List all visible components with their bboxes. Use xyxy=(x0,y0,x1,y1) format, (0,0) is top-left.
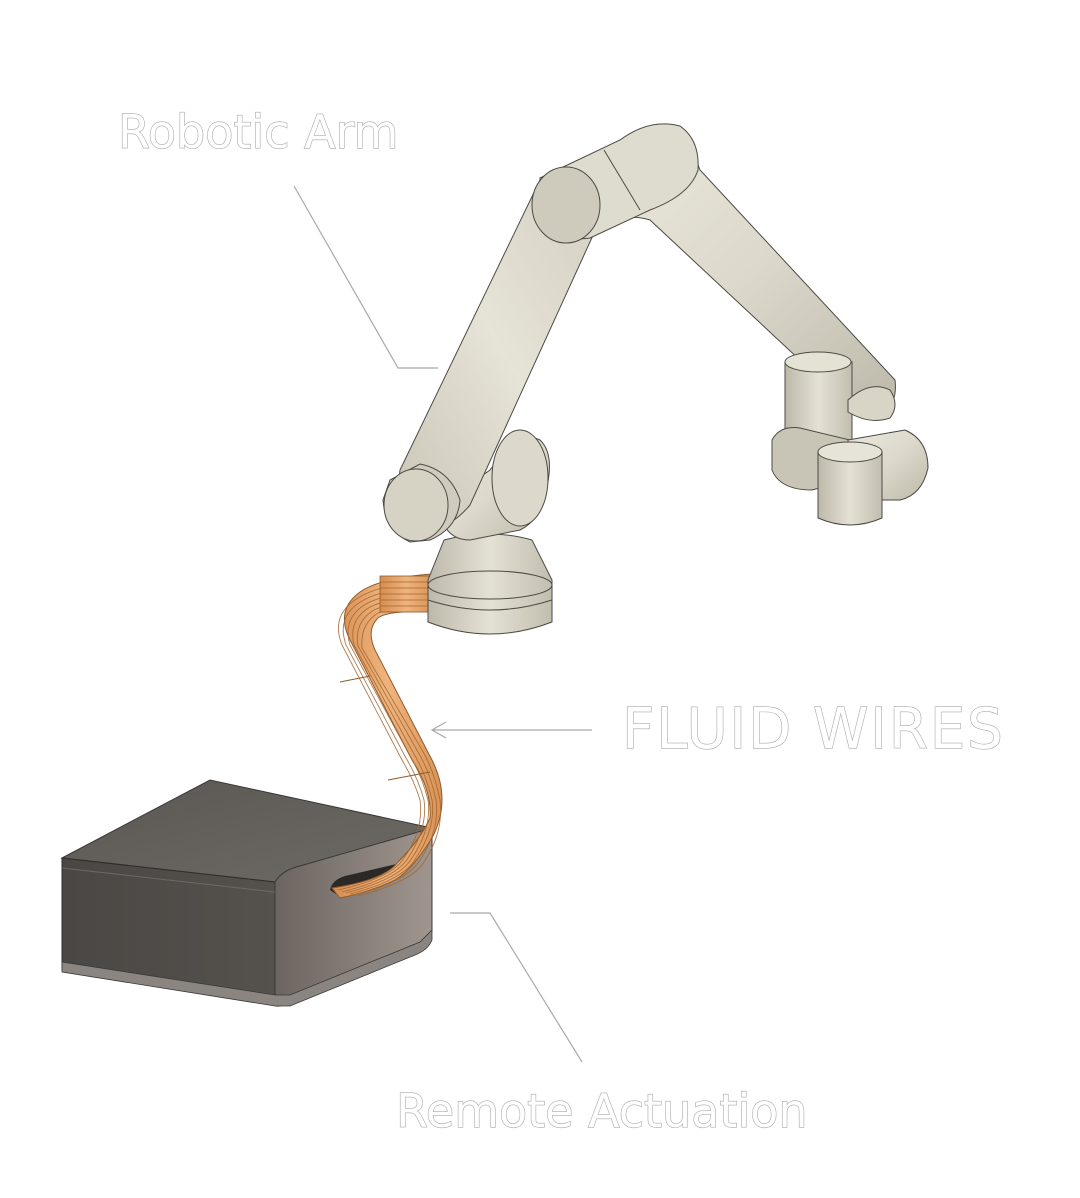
remote-actuation-leader xyxy=(450,912,583,1063)
label-robotic-arm: Robotic Arm xyxy=(118,105,399,159)
lower-joint-cap xyxy=(382,463,461,543)
fluid-wires-arrowhead xyxy=(430,721,447,739)
actuation-box xyxy=(60,779,434,1007)
elbow-joint xyxy=(531,123,699,244)
box-bottom-edge xyxy=(61,929,433,1007)
leader-lines xyxy=(293,185,592,1063)
robot-arm xyxy=(382,123,929,635)
robotic-arm-leader xyxy=(293,185,438,369)
end-effector xyxy=(817,429,929,526)
label-remote-actuation: Remote Actuation xyxy=(396,1084,808,1138)
arm-base xyxy=(427,533,553,635)
label-fluid-wires: FLUID WIRES xyxy=(622,697,1005,762)
box-wire-slot xyxy=(330,862,405,894)
